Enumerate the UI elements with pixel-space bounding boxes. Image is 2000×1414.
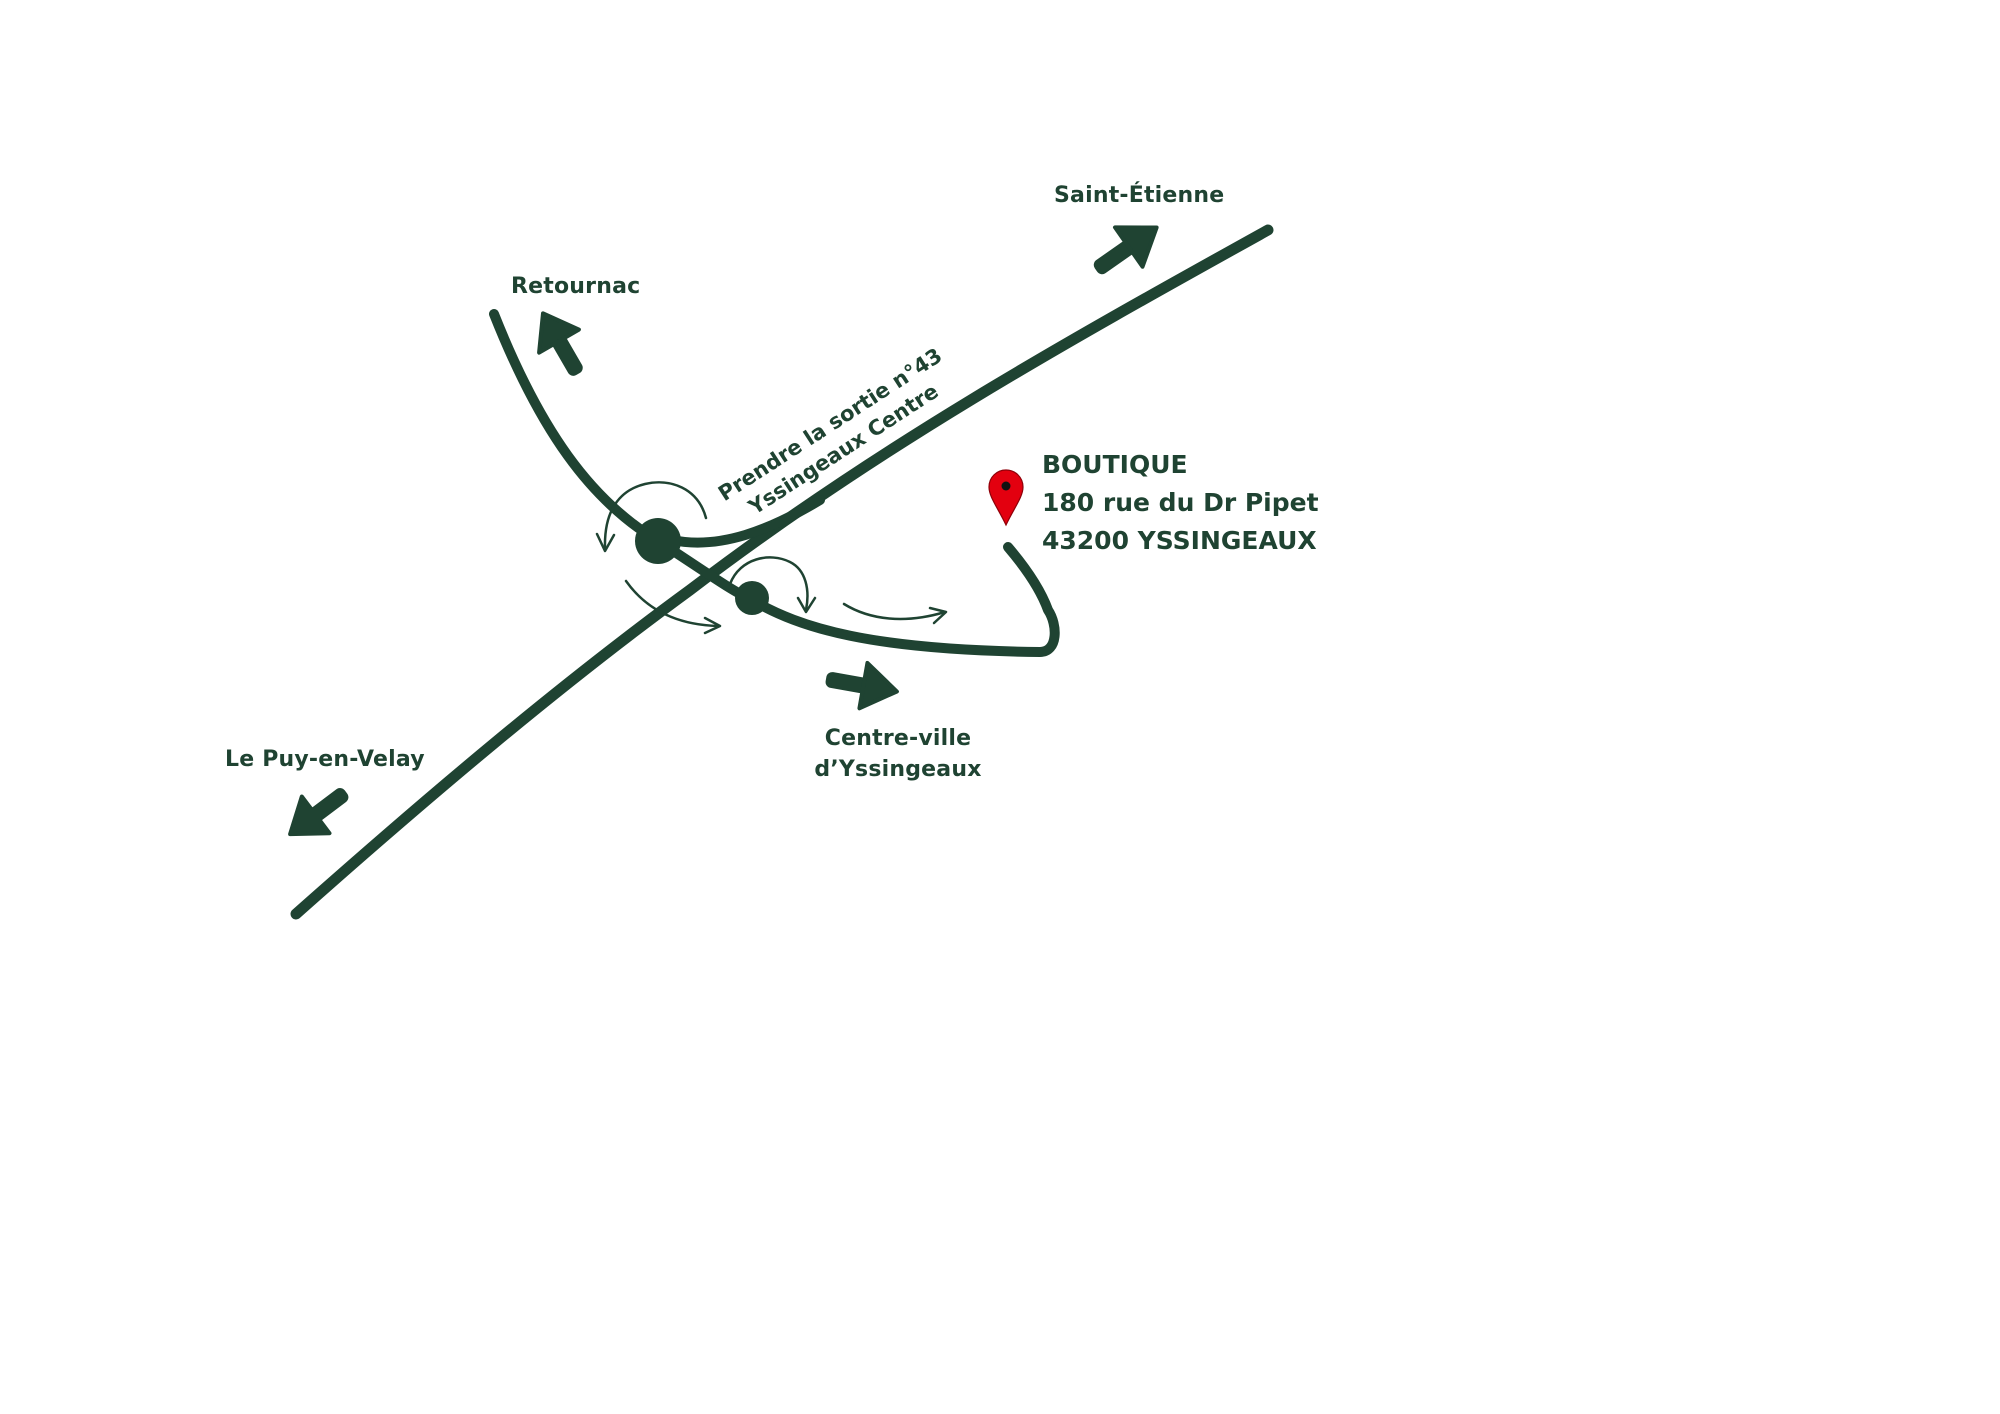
road-retournac-to-boutique (489, 309, 1060, 657)
destination-le-puy-en-velay: Le Puy-en-Velay (225, 747, 425, 772)
arrowhead-icon (796, 596, 817, 614)
arrowhead-icon (703, 616, 722, 635)
direction-arrow-icon (288, 788, 349, 837)
shop-name: BOUTIQUE (1042, 450, 1188, 479)
destination-retournac: Retournac (511, 274, 641, 299)
highway-n88 (290, 224, 1274, 920)
curved-direction-arrow-icon (624, 579, 720, 628)
roundabout-icon (635, 518, 681, 564)
curved-direction-arrow-icon (603, 481, 708, 550)
roundabout-icon (735, 581, 769, 615)
direction-arrow-icon (537, 311, 583, 376)
exit-ramp-43 (667, 495, 825, 548)
map-pin-icon (988, 469, 1024, 527)
destination-centre-ville-line2: d’Yssingeaux (814, 756, 982, 782)
shop-city: 43200 YSSINGEAUX (1042, 526, 1317, 555)
direction-arrow-icon (825, 660, 899, 711)
arrowhead-icon (928, 606, 948, 625)
arrowhead-icon (595, 532, 616, 553)
destination-centre-ville-line1: Centre-ville (824, 726, 972, 751)
shop-street: 180 rue du Dr Pipet (1042, 488, 1319, 517)
direction-arrow-icon (1093, 225, 1159, 275)
curved-direction-arrow-icon (842, 602, 947, 621)
curved-direction-arrow-icon (728, 556, 809, 612)
destination-centre-ville: Centre-ville d’Yssingeaux (806, 724, 990, 786)
destination-saint-etienne: Saint-Étienne (1054, 183, 1225, 208)
shop-address: BOUTIQUE 180 rue du Dr Pipet 43200 YSSIN… (1042, 446, 1319, 560)
route-map (288, 224, 1274, 920)
